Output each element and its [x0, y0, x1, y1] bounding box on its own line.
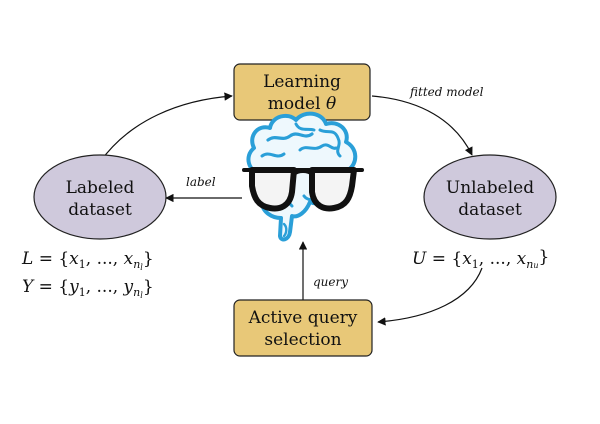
- formula-L: L = {x1, ..., xnl}: [21, 249, 154, 272]
- labeled-dataset-ellipse: [33, 154, 167, 240]
- brain-with-glasses-icon: [242, 111, 364, 242]
- learning-model-node: Learning model θ: [233, 63, 371, 121]
- unlabeled-dataset-line2: dataset: [458, 200, 522, 220]
- learning-model-line2: model θ: [268, 94, 336, 114]
- active-query-line1: Active query: [248, 308, 358, 328]
- active-query-line2: selection: [264, 330, 341, 350]
- active-query-node: Active query selection: [233, 299, 373, 357]
- labeled-dataset-line1: Labeled: [66, 178, 135, 198]
- active-query-box: [233, 299, 373, 357]
- learning-model-line1: Learning: [263, 72, 341, 92]
- edge-learning-to-unlabeled: [371, 95, 473, 156]
- edge-label-fitted-model: fitted model: [409, 85, 484, 99]
- edge-label-query: query: [313, 275, 348, 289]
- unlabeled-dataset-ellipse: [423, 154, 557, 240]
- formula-Y: Y = {y1, ..., ynl}: [22, 277, 154, 300]
- labeled-dataset-node: Labeled dataset: [33, 154, 167, 240]
- labeled-dataset-line2: dataset: [68, 200, 132, 220]
- formula-U: U = {x1, ..., xnu}: [412, 247, 549, 271]
- edge-label-label: label: [186, 175, 216, 189]
- unlabeled-dataset-node: Unlabeled dataset: [423, 154, 557, 240]
- edge-unlabeled-to-query: [377, 267, 483, 326]
- edge-labeled-to-learning: [99, 92, 233, 163]
- unlabeled-dataset-line1: Unlabeled: [446, 178, 534, 198]
- glasses-icon: [242, 167, 364, 212]
